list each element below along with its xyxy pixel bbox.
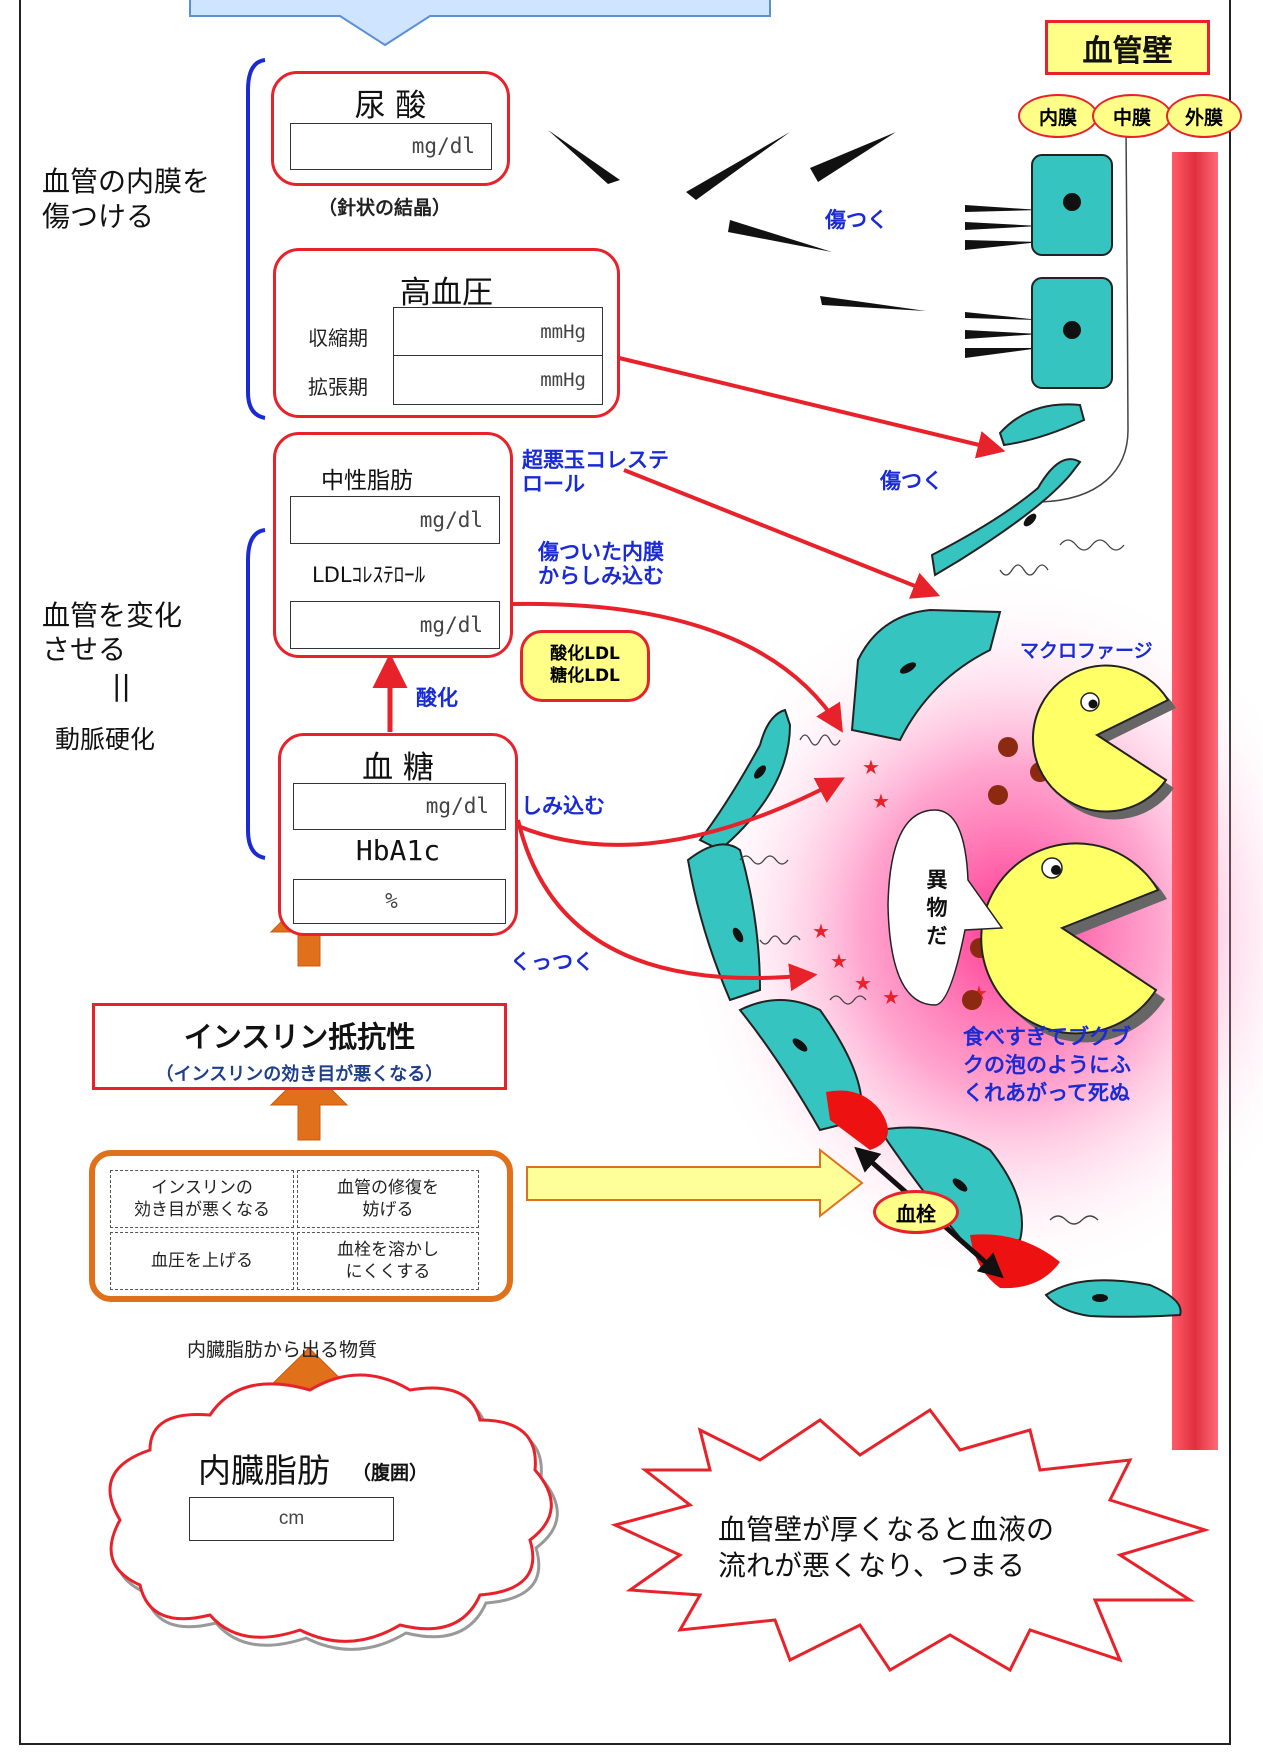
glucose-unit: mg/dl	[425, 794, 489, 818]
uric-acid-card: 尿 酸 mg/dl	[271, 71, 510, 186]
svg-text:★: ★	[882, 985, 900, 1009]
waist-unit: cm	[278, 1508, 305, 1529]
insulin-resistance-box: インスリン抵抗性 （インスリンの効き目が悪くなる）	[92, 1003, 507, 1090]
visceral-fat-title: 内臓脂肪	[198, 1451, 330, 1490]
insulin-title: インスリン抵抗性	[183, 1020, 416, 1054]
lipids-card: 中性脂肪 mg/dl LDLｺﾚｽﾃﾛｰﾙ mg/dl	[273, 432, 513, 658]
die-line1: 食べすぎてブクブ	[963, 1025, 1131, 1049]
super-bad-line2: ロール	[522, 472, 585, 496]
uric-acid-note: （針状の結晶）	[318, 197, 452, 219]
waist-field[interactable]: cm	[189, 1497, 394, 1541]
oxidized-ldl-line2: 糖化LDL	[550, 666, 620, 686]
seep-label: しみ込む	[521, 794, 605, 818]
substance-cell-repair: 血管の修復を 妨げる	[297, 1170, 479, 1228]
bracket-arteriosclerosis	[246, 528, 266, 860]
super-bad-line1: 超悪玉コレステ	[522, 448, 669, 472]
burst-line1: 血管壁が厚くなると血液の	[718, 1513, 1055, 1546]
substance-cell-insulin: インスリンの 効き目が悪くなる	[110, 1170, 294, 1228]
diastolic-label: 拡張期	[308, 375, 368, 399]
foam-cell-death: 食べすぎてブクブ クの泡のようにふ くれあがって死ぬ	[963, 1023, 1131, 1107]
ldl-field[interactable]: mg/dl	[290, 601, 500, 649]
insulin-subtitle: （インスリンの効き目が悪くなる）	[155, 1064, 444, 1085]
speech-bubble	[887, 809, 1004, 1006]
oxidized-ldl-badge: 酸化LDL 糖化LDL	[520, 630, 650, 702]
ldl-unit: mg/dl	[419, 613, 483, 637]
hba1c-label: HbA1c	[355, 834, 441, 867]
vessel-wall-bar	[1172, 152, 1218, 1450]
burst-line2: 流れが悪くなり、つまる	[718, 1549, 1025, 1582]
damage-label-1: 傷つく	[825, 208, 888, 232]
uric-acid-field[interactable]: mg/dl	[290, 123, 492, 170]
diastolic-field[interactable]: mmHg	[393, 355, 603, 405]
svg-text:★: ★	[862, 755, 880, 779]
seep-line2: からしみ込む	[538, 564, 664, 588]
glucose-card: 血 糖 mg/dl HbA1c %	[278, 733, 518, 936]
top-callout-shape	[189, 0, 771, 47]
ldl-label: LDLｺﾚｽﾃﾛｰﾙ	[312, 563, 426, 587]
oxidized-ldl-line1: 酸化LDL	[550, 644, 620, 664]
triglyceride-field[interactable]: mg/dl	[290, 496, 500, 544]
burst-text: 血管壁が厚くなると血液の 流れが悪くなり、つまる	[718, 1512, 1054, 1584]
diastolic-unit: mmHg	[540, 369, 586, 391]
seep-line1: 傷ついた内膜	[538, 540, 664, 564]
side-label-change-1: 血管を変化	[42, 599, 183, 632]
uric-acid-crystals	[548, 130, 1040, 358]
hba1c-field[interactable]: %	[293, 879, 506, 924]
intima-line	[1039, 127, 1129, 503]
damage-label-2: 傷つく	[880, 469, 943, 493]
foreign-body-speech: 異 物 だ	[926, 868, 948, 948]
side-label-arteriosclerosis: 動脈硬化	[55, 725, 156, 754]
svg-text:★: ★	[830, 949, 848, 973]
hba1c-unit: %	[385, 889, 398, 913]
macrophage-label: マクロファージ	[1020, 640, 1153, 662]
substance-cell-clot: 血栓を溶かし にくくする	[297, 1232, 479, 1290]
stick-label: くっつく	[510, 950, 594, 974]
wall-layers: 内膜 中膜 外膜	[1018, 94, 1242, 138]
triglyceride-unit: mg/dl	[419, 508, 483, 532]
die-line2: クの泡のようにふ	[963, 1053, 1131, 1077]
substances-caption: 内臓脂肪から出る物質	[187, 1339, 378, 1361]
layer-intima: 内膜	[1018, 94, 1098, 138]
side-label-change-2: させる	[42, 633, 127, 666]
side-label-damage: 血管の内膜を 傷つける	[42, 165, 211, 233]
burst-shape	[610, 1407, 1211, 1673]
clot-label: 血栓	[873, 1190, 959, 1234]
glucose-title: 血 糖	[362, 750, 434, 786]
blood-pressure-title: 高血圧	[400, 275, 493, 311]
layer-adventitia: 外膜	[1166, 94, 1242, 138]
oxidation-label: 酸化	[416, 686, 458, 710]
triglyceride-label: 中性脂肪	[321, 468, 413, 494]
red-arrows	[512, 355, 1006, 992]
svg-text:★: ★	[854, 971, 872, 995]
macrophages	[980, 664, 1176, 1043]
svg-text:★: ★	[872, 789, 890, 813]
collagen-fibers	[739, 539, 1125, 1225]
glucose-field[interactable]: mg/dl	[293, 783, 506, 830]
wall-title: 血管壁	[1082, 33, 1173, 69]
systolic-unit: mmHg	[540, 321, 586, 343]
layer-media: 中膜	[1092, 94, 1172, 138]
bracket-damage	[246, 58, 266, 420]
systolic-field[interactable]: mmHg	[393, 307, 603, 357]
blood-pressure-card: 高血圧 収縮期 拡張期 mmHg mmHg	[273, 248, 620, 418]
lipid-stars: ★★★ ★★★★ ★	[812, 755, 988, 1009]
seep-through-damage: 傷ついた内膜 からしみ込む	[538, 540, 664, 588]
wall-title-box: 血管壁	[1045, 20, 1210, 75]
systolic-label: 収縮期	[308, 326, 368, 350]
uric-acid-unit: mg/dl	[411, 134, 475, 158]
super-bad-cholesterol: 超悪玉コレステ ロール	[522, 448, 669, 496]
svg-text:★: ★	[812, 919, 830, 943]
side-label-equals: ||	[112, 669, 131, 702]
substance-cell-pressure: 血圧を上げる	[110, 1232, 294, 1290]
substance-arrow	[526, 1147, 864, 1219]
substances-box: インスリンの 効き目が悪くなる 血管の修復を 妨げる 血圧を上げる 血栓を溶かし…	[89, 1150, 513, 1302]
die-line3: くれあがって死ぬ	[963, 1081, 1130, 1105]
uric-acid-title: 尿 酸	[354, 88, 427, 124]
visceral-fat-sub: （腹囲）	[352, 1462, 429, 1484]
